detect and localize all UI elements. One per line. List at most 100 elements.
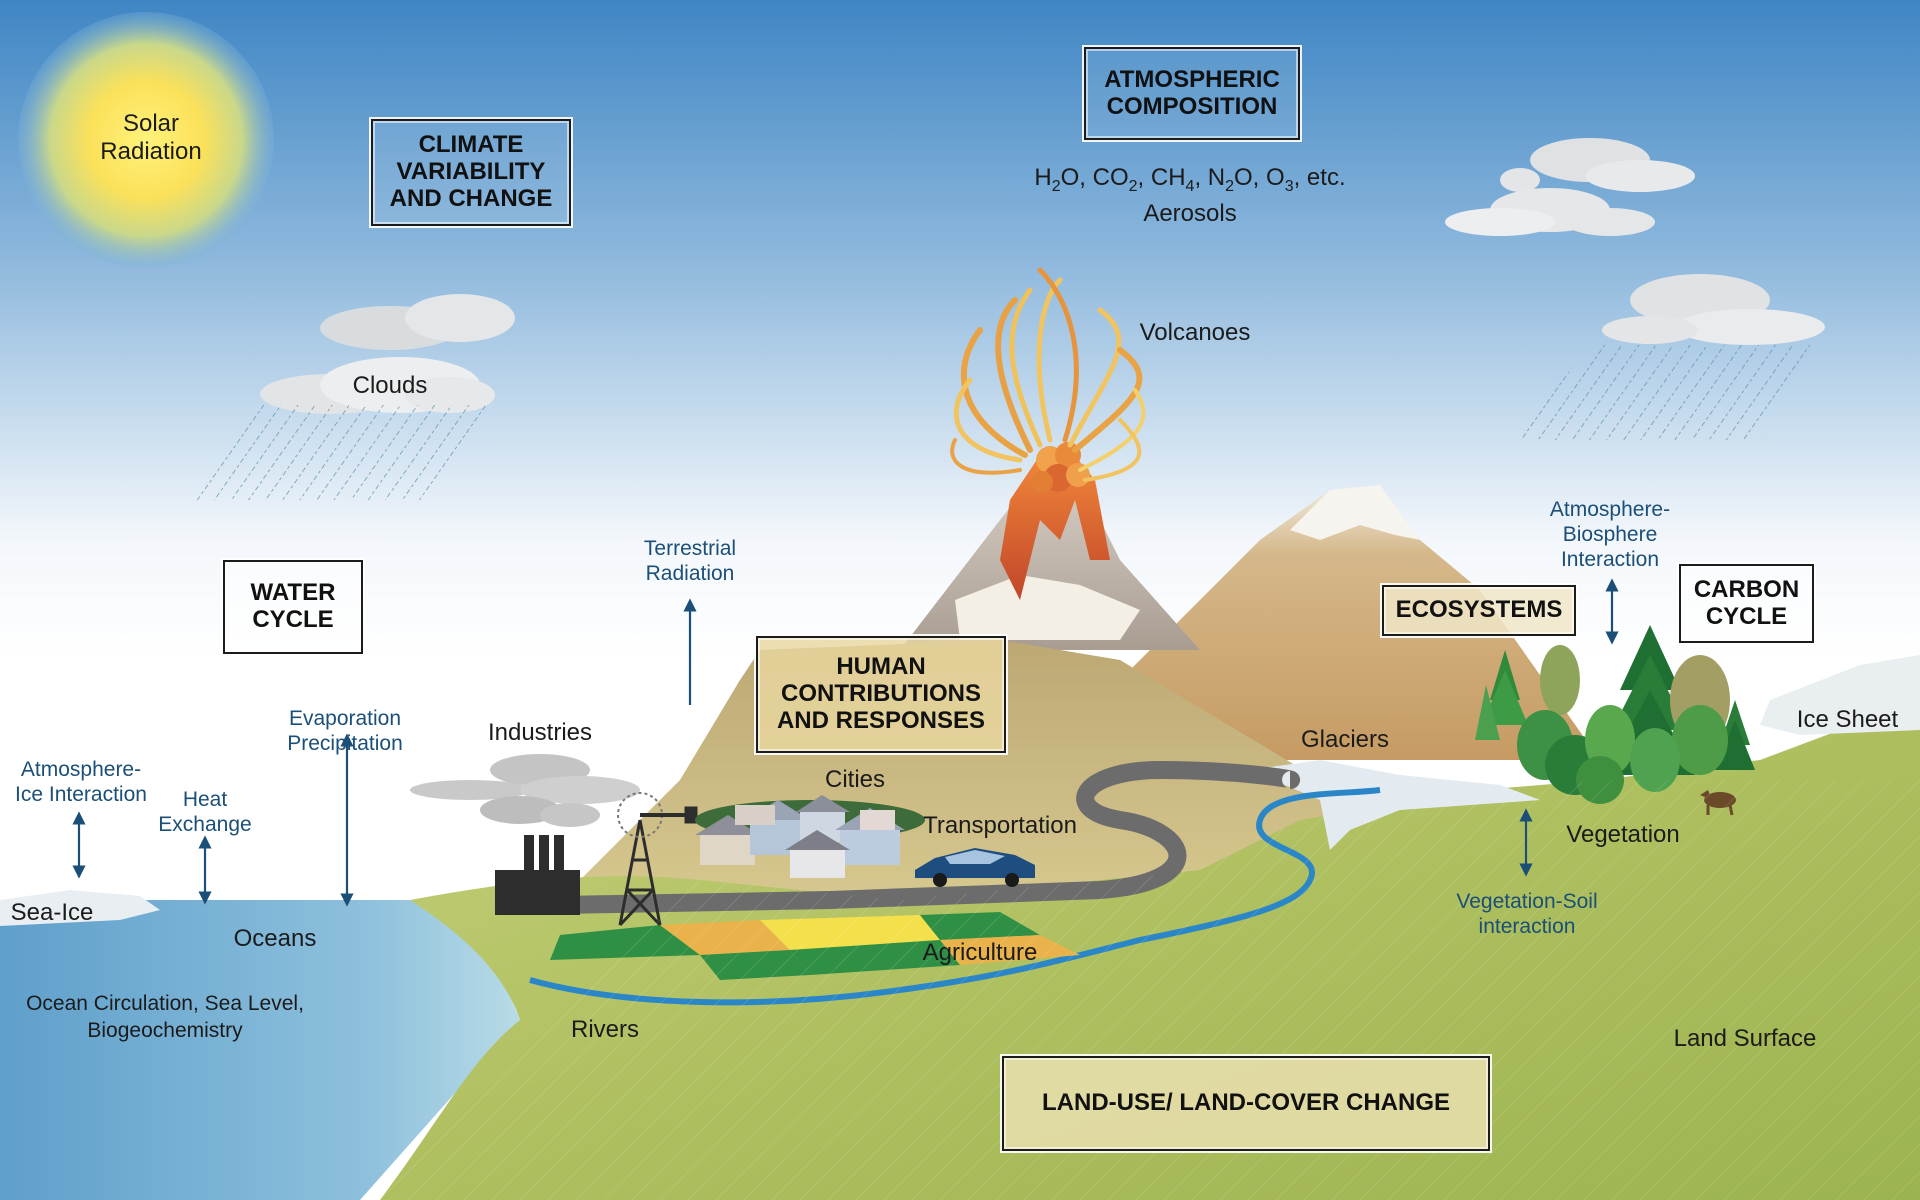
mountain-right	[1080, 485, 1600, 760]
land-surface-label: Land Surface	[1673, 1025, 1817, 1052]
gas-ch: , CH	[1137, 164, 1186, 191]
volcanoes-label: Volcanoes	[1139, 319, 1251, 346]
smoke	[410, 754, 640, 827]
atm-bio-line-1: Atmosphere-	[1549, 498, 1671, 521]
water-cycle-box: WATER CYCLE	[223, 560, 363, 654]
climate-box-line-3: AND CHANGE	[389, 184, 553, 212]
atm-ice-line-2: Ice Interaction	[15, 783, 147, 807]
forest	[1475, 625, 1755, 804]
solar-line-1: Solar	[122, 110, 180, 137]
river	[529, 787, 1381, 1006]
ecosystems-box-line-1: ECOSYSTEMS	[1395, 596, 1563, 624]
sun	[18, 12, 274, 268]
ice-sheet	[1760, 655, 1920, 735]
clouds-label: Clouds	[352, 372, 428, 399]
vegetation-label: Vegetation	[1566, 821, 1680, 848]
volcano-snow	[955, 575, 1140, 640]
vegetation-soil-label: Vegetation-Soil interaction	[1440, 890, 1614, 939]
solar-radiation-label: Solar Radiation	[96, 110, 206, 166]
mountain-right-snow	[1290, 485, 1420, 540]
land-surface	[380, 700, 1920, 1200]
gas-o-o: O, O	[1234, 164, 1285, 191]
carbon-cycle-box: CARBON CYCLE	[1679, 564, 1814, 643]
terrestrial-radiation-label: Terrestrial Radiation	[630, 537, 750, 586]
atmospheric-box-line-1: ATMOSPHERIC	[1104, 65, 1280, 93]
human-box-line-2: CONTRIBUTIONS	[781, 680, 981, 708]
windmill	[617, 792, 698, 927]
ocean-circulation-label: Ocean Circulation, Sea Level, Biogeochem…	[10, 992, 320, 1043]
human-box-line-3: AND RESPONSES	[776, 706, 986, 734]
water-box-line-2: CYCLE	[252, 606, 334, 633]
glacier	[1250, 760, 1540, 850]
wolf-icon	[1700, 790, 1736, 816]
car	[915, 848, 1035, 887]
atmospheric-box-line-2: COMPOSITION	[1106, 92, 1278, 120]
heat-line-2: Exchange	[158, 813, 252, 837]
cloud-right	[1602, 274, 1825, 345]
gas-h-sub: 2	[1051, 177, 1061, 195]
lava-flow	[1000, 450, 1110, 600]
atm-ice-line-1: Atmosphere-	[20, 758, 142, 781]
ecosystems-box: ECOSYSTEMS	[1382, 585, 1576, 636]
land-use-box-line-1: LAND-USE/ LAND-COVER CHANGE	[1042, 1089, 1450, 1117]
interaction-arrows	[72, 578, 1619, 907]
land-use-box: LAND-USE/ LAND-COVER CHANGE	[1002, 1056, 1490, 1151]
atmosphere-biosphere-label: Atmosphere- Biosphere Interaction	[1540, 498, 1680, 572]
aerosols-label: Aerosols	[1143, 200, 1237, 227]
veg-soil-line-2: interaction	[1478, 915, 1576, 939]
climate-box-line-1: CLIMATE	[418, 131, 524, 159]
human-contributions-box: HUMAN CONTRIBUTIONS AND RESPONSES	[756, 636, 1006, 753]
human-box-line-1: HUMAN	[836, 653, 926, 681]
evap-line-1: Evaporation	[288, 707, 402, 730]
factory	[495, 835, 580, 915]
gas-etc: , etc.	[1293, 164, 1346, 191]
cloud-top-right	[1445, 138, 1695, 236]
ocean-circ-line-1: Ocean Circulation, Sea Level,	[26, 992, 304, 1015]
rain-left	[185, 405, 490, 500]
gas-ch-sub: 4	[1185, 177, 1195, 195]
industries-label: Industries	[487, 719, 593, 746]
cities-label: Cities	[824, 766, 885, 793]
sea-ice-label: Sea-Ice	[10, 899, 94, 926]
evaporation-precipitation-label: Evaporation Precipitation	[275, 707, 415, 756]
ocean	[0, 900, 520, 1200]
lava-ball-cluster	[1031, 442, 1090, 493]
road	[559, 761, 1301, 914]
agriculture-label: Agriculture	[922, 939, 1038, 966]
gas-n: , N	[1194, 164, 1226, 191]
carbon-box-line-1: CARBON	[1693, 575, 1800, 603]
solar-line-2: Radiation	[100, 138, 202, 166]
climate-variability-box: CLIMATE VARIABILITY AND CHANGE	[371, 119, 571, 226]
heat-line-1: Heat	[182, 788, 228, 811]
atmospheric-composition-box: ATMOSPHERIC COMPOSITION	[1084, 47, 1300, 140]
cloud-left	[260, 294, 515, 414]
eruption-plume	[950, 267, 1146, 482]
gas-n-sub: 2	[1225, 177, 1235, 195]
ice-sheet-label: Ice Sheet	[1796, 706, 1899, 733]
veg-soil-line-1: Vegetation-Soil	[1456, 890, 1598, 913]
gases-label: H2O, CO2, CH4, N2O, O3, etc.	[1020, 165, 1360, 196]
carbon-box-line-2: CYCLE	[1705, 602, 1788, 630]
atm-bio-line-3: Interaction	[1560, 548, 1660, 572]
heat-exchange-label: Heat Exchange	[150, 788, 260, 837]
agriculture-fields	[550, 912, 1080, 980]
gas-h: H	[1034, 164, 1052, 191]
ocean-circ-line-2: Biogeochemistry	[87, 1019, 243, 1043]
transportation-label: Transportation	[923, 812, 1077, 839]
water-box-line-1: WATER	[250, 579, 336, 607]
rivers-label: Rivers	[570, 1016, 639, 1043]
atm-bio-line-2: Biosphere	[1562, 523, 1658, 547]
terrestrial-line-1: Terrestrial	[643, 537, 737, 560]
atmosphere-ice-label: Atmosphere- Ice Interaction	[6, 758, 156, 807]
climate-box-line-2: VARIABILITY	[396, 158, 546, 186]
evap-line-2: Precipitation	[287, 732, 403, 756]
gas-co-sub: 2	[1128, 177, 1138, 195]
gas-o-co: O, CO	[1060, 164, 1129, 191]
oceans-label: Oceans	[233, 925, 317, 952]
terrestrial-line-2: Radiation	[645, 562, 735, 586]
sea-ice	[0, 890, 160, 926]
city-houses	[695, 795, 925, 878]
gas-o-sub: 3	[1284, 177, 1294, 195]
rain-right	[1515, 345, 1815, 440]
glaciers-label: Glaciers	[1300, 726, 1390, 753]
